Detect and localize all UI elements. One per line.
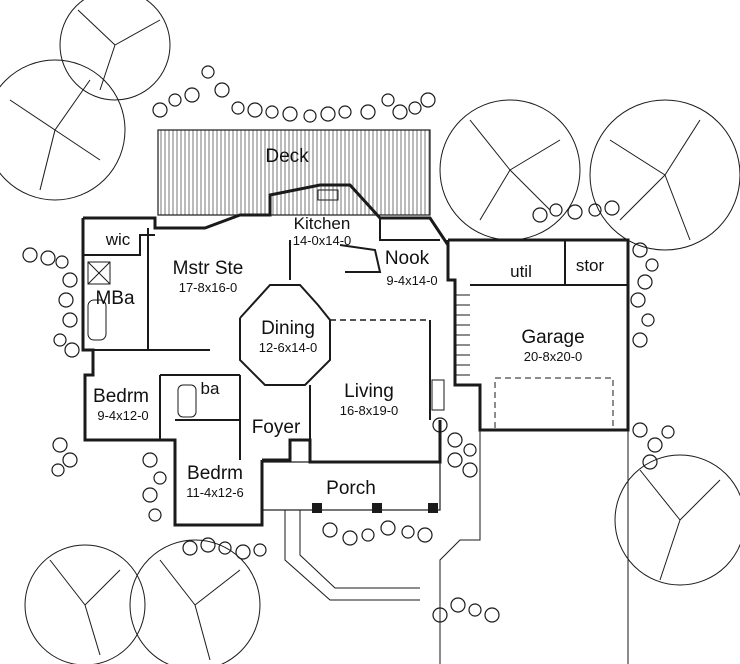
kitchen-dims: 14-0x14-0 <box>293 233 352 248</box>
tree-top-right <box>589 99 740 251</box>
mba-label: MBa <box>95 288 135 309</box>
porch-post <box>372 503 382 513</box>
tree-bottom-left-1 <box>24 544 146 664</box>
living-label: Living <box>344 381 394 402</box>
driveway <box>284 430 629 664</box>
util-label: util <box>510 262 532 281</box>
porch <box>261 461 441 513</box>
dining-dims: 12-6x14-0 <box>259 340 318 355</box>
tree-top-left-2 <box>0 59 126 201</box>
fixtures <box>87 189 445 418</box>
bedrm-2-dims: 11-4x12-6 <box>186 485 244 500</box>
dining-label: Dining <box>261 318 315 339</box>
garage-dims: 20-8x20-0 <box>524 349 583 364</box>
master-tub <box>87 299 107 341</box>
room-labels: Deck Kitchen 14-0x14-0 wic Mstr Ste 17-8… <box>93 146 604 500</box>
stor-label: stor <box>576 256 605 275</box>
hall-tub <box>177 384 197 418</box>
dining-octagon <box>239 284 331 386</box>
kitchen-label: Kitchen <box>294 214 351 233</box>
bedrm-1-dims: 9-4x12-0 <box>97 408 148 423</box>
master-wing-outline <box>83 183 450 246</box>
nook-dims: 9-4x14-0 <box>386 273 437 288</box>
tree-bottom-right <box>614 454 740 586</box>
deck-area <box>157 129 431 216</box>
living-dims: 16-8x19-0 <box>340 403 399 418</box>
foyer-label: Foyer <box>252 417 301 438</box>
porch-post <box>428 503 438 513</box>
tree-deck-right <box>439 99 581 241</box>
mstr-ste-dims: 17-8x16-0 <box>179 280 238 295</box>
porch-post <box>312 503 322 513</box>
landscape-shrubs <box>22 65 675 623</box>
interior-walls <box>83 218 628 460</box>
kitchen-sink <box>317 189 339 201</box>
tree-top-left-1 <box>59 0 171 101</box>
ba-label: ba <box>201 379 220 398</box>
wic-label: wic <box>105 230 131 249</box>
shower <box>87 261 111 285</box>
bedrm-1-label: Bedrm <box>93 386 149 407</box>
nook-label: Nook <box>385 248 430 269</box>
garage-parking-outline <box>494 377 614 431</box>
porch-label: Porch <box>326 478 376 499</box>
fireplace <box>431 379 445 411</box>
garage-label: Garage <box>521 327 584 348</box>
garage-outline <box>446 238 630 432</box>
mstr-ste-label: Mstr Ste <box>173 258 244 279</box>
tree-bottom-left-2 <box>129 539 261 664</box>
stairs <box>455 294 470 376</box>
deck-label: Deck <box>265 146 309 167</box>
bedrm-2-label: Bedrm <box>187 463 243 484</box>
